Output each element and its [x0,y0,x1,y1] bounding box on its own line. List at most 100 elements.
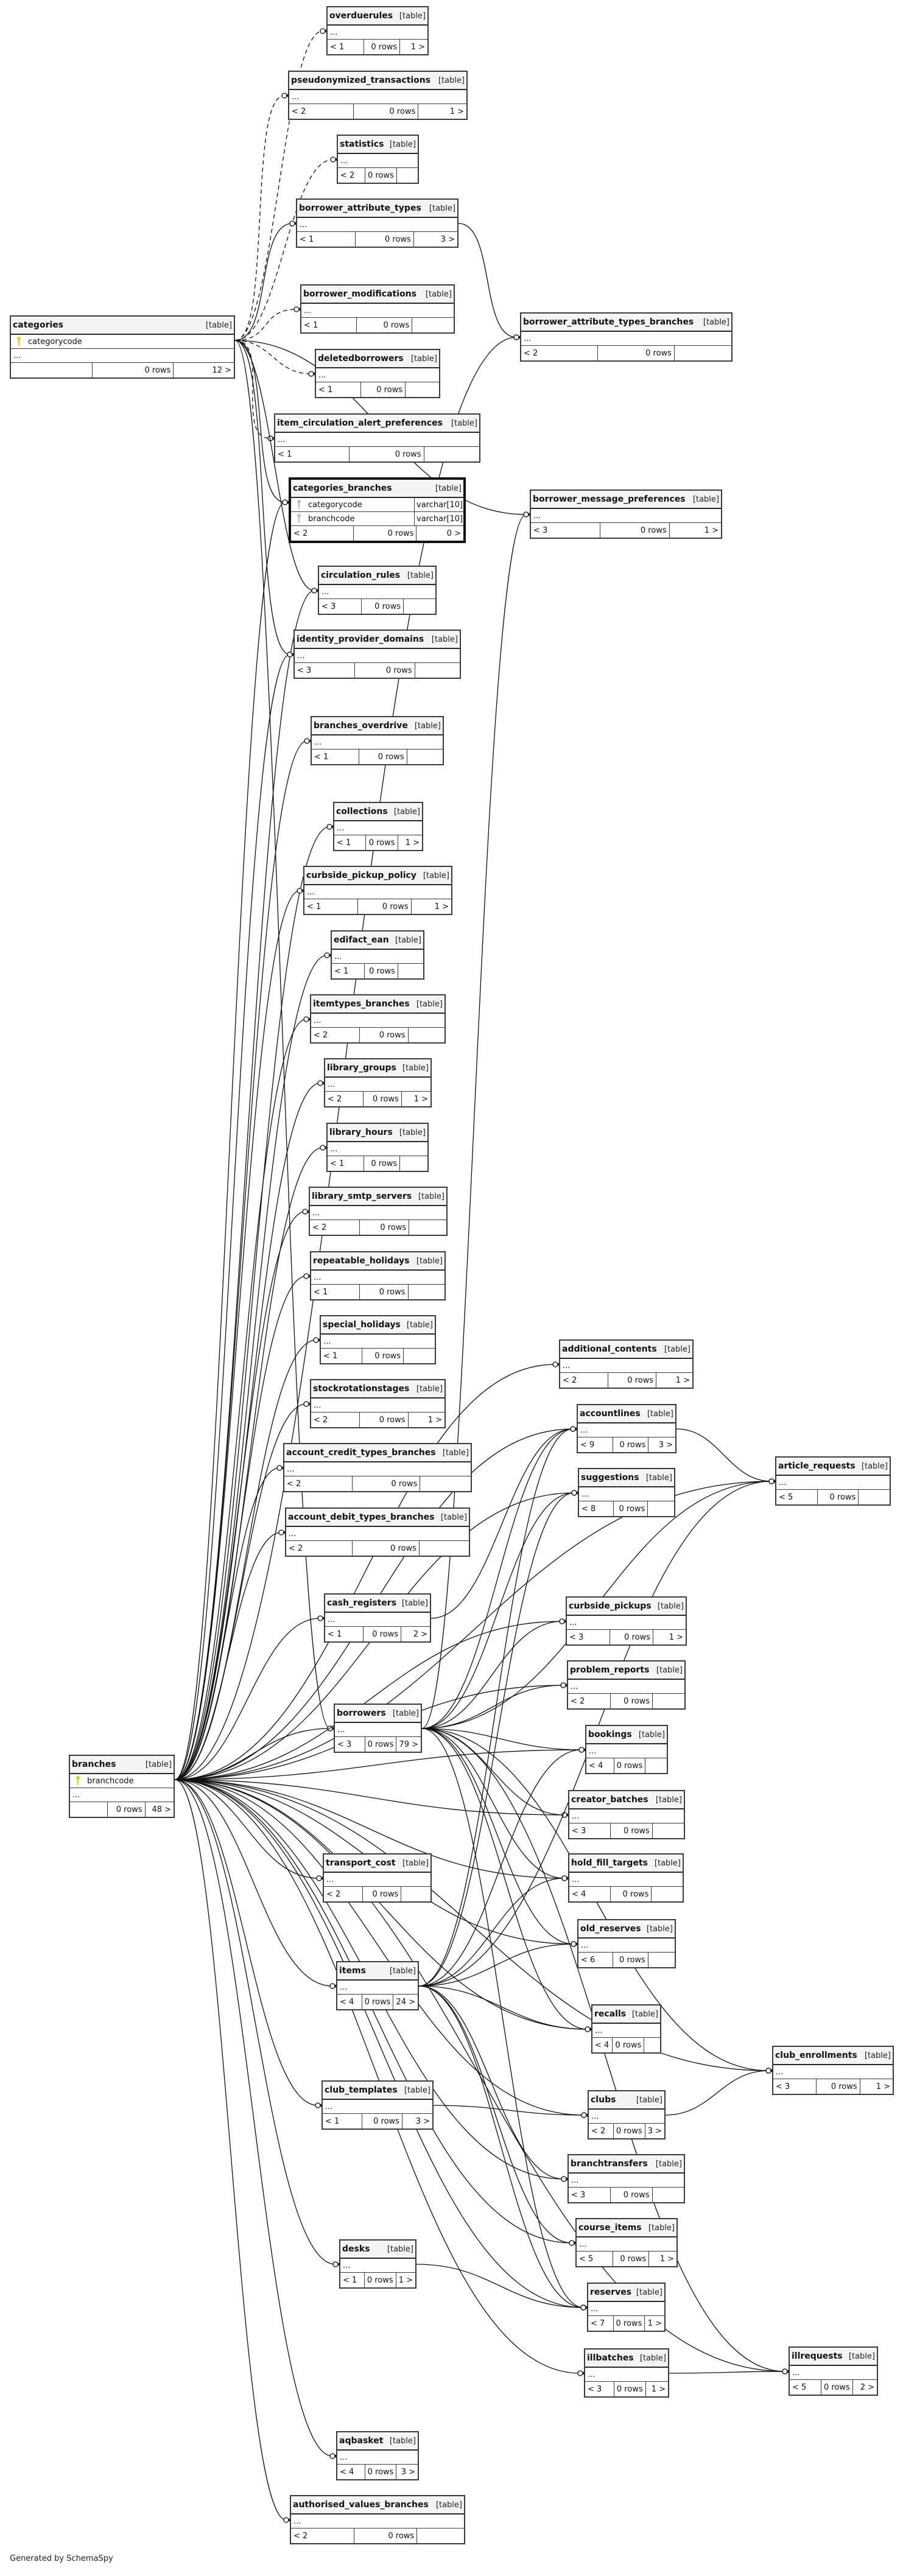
table-header[interactable]: curbside_pickup_policy[table] [304,867,451,885]
parents-link[interactable]: < 2 [568,1694,611,1708]
table-header[interactable]: repeatable_holidays[table] [311,1252,444,1271]
parents-link[interactable]: < 1 [328,1156,364,1171]
table-name[interactable]: hold_fill_targets [571,1858,648,1868]
children-link[interactable]: 2 > [860,2382,875,2392]
table-name[interactable]: deletedborrowers [318,354,404,363]
children-link[interactable]: 1 > [434,902,449,911]
table-name[interactable]: course_items [578,2223,642,2233]
parents-link[interactable]: < 6 [578,1953,614,1967]
table-header[interactable]: recalls[table] [592,2006,660,2024]
children-link[interactable] [404,599,435,614]
table-header[interactable]: item_circulation_alert_preferences[table… [275,415,479,433]
table-header[interactable]: categories_branches[table] [291,480,463,498]
children-link[interactable]: 1 > [427,1415,442,1425]
table-header[interactable]: borrowers[table] [335,1705,421,1723]
children-link[interactable]: 1 > [651,2384,666,2394]
children-link[interactable]: 2 > [413,1629,427,1639]
table-name[interactable]: library_hours [329,1128,393,1137]
table-name[interactable]: statistics [340,139,384,149]
table-header[interactable]: special_holidays[table] [321,1316,435,1335]
table-header[interactable]: categories[table] [11,317,234,335]
parents-link[interactable]: < 2 [291,526,354,541]
table-header[interactable]: cash_registers[table] [325,1595,430,1613]
parents-link[interactable]: < 2 [589,2124,614,2138]
children-link[interactable] [420,1476,471,1491]
table-name[interactable]: problem_reports [570,1665,650,1675]
table-name[interactable]: aqbasket [339,2436,384,2446]
table-name[interactable]: collections [336,807,388,816]
table-borrower-attribute-types-branches[interactable]: borrower_attribute_types_branches[table]… [520,312,733,362]
parents-link[interactable]: < 5 [776,1490,818,1504]
parents-link[interactable]: < 5 [577,2251,613,2266]
parents-link[interactable]: < 1 [304,899,358,914]
table-header[interactable]: authorised_values_branches[table] [291,2496,464,2515]
parents-link[interactable]: < 9 [578,1437,614,1452]
parents-link[interactable]: < 3 [319,599,362,614]
parents-link[interactable]: < 1 [332,964,365,978]
table-header[interactable]: curbside_pickups[table] [567,1598,686,1616]
table-name[interactable]: recalls [594,2009,627,2019]
parents-link[interactable]: < 1 [301,318,357,332]
table-name[interactable]: illbatches [587,2353,634,2363]
parents-link[interactable]: < 4 [569,1887,611,1901]
table-header[interactable]: borrower_attribute_types[table] [297,200,457,218]
table-name[interactable]: authorised_values_branches [293,2500,429,2510]
parents-link[interactable]: < 5 [790,2380,821,2395]
table-header[interactable]: club_templates[table] [323,2082,432,2100]
table-header[interactable]: items[table] [337,1962,418,1981]
parents-link[interactable] [70,1802,108,1817]
table-header[interactable]: desks[table] [340,2241,415,2259]
table-name[interactable]: additional_contents [562,1344,657,1354]
parents-link[interactable]: < 4 [586,1758,614,1773]
table-name[interactable]: curbside_pickup_policy [306,871,416,880]
table-header[interactable]: old_reserves[table] [578,1920,675,1939]
table-header[interactable]: stockrotationstages[table] [311,1380,444,1399]
parents-link[interactable]: < 2 [289,104,354,119]
children-link[interactable] [409,1028,444,1042]
children-link[interactable] [648,1953,675,1967]
children-link[interactable] [409,1285,444,1299]
table-item-circulation-alert-preferences[interactable]: item_circulation_alert_preferences[table… [274,413,480,463]
table-name[interactable]: club_enrollments [775,2051,857,2060]
table-name[interactable]: identity_provider_domains [297,634,424,644]
table-header[interactable]: library_groups[table] [325,1059,430,1078]
children-link[interactable] [417,2529,464,2543]
parents-link[interactable]: < 2 [291,2529,354,2543]
children-link[interactable]: 3 > [658,1440,673,1450]
table-header[interactable]: borrower_message_preferences[table] [531,491,721,509]
children-link[interactable]: 24 > [396,1997,415,2007]
table-name[interactable]: borrower_attribute_types [299,203,421,213]
parents-link[interactable]: < 2 [324,1887,363,1901]
table-header[interactable]: additional_contents[table] [560,1341,692,1359]
parents-link[interactable]: < 1 [316,382,361,397]
children-link[interactable] [397,168,418,183]
table-name[interactable]: cash_registers [327,1598,397,1608]
table-name[interactable]: borrower_attribute_types_branches [523,317,694,327]
parents-link[interactable]: < 3 [773,2079,817,2094]
table-header[interactable]: account_credit_types_branches[table] [284,1444,471,1462]
children-link[interactable] [424,447,479,462]
table-header[interactable]: club_enrollments[table] [773,2047,893,2065]
table-name[interactable]: account_debit_types_branches [288,1512,435,1522]
table-header[interactable]: aqbasket[table] [337,2432,418,2451]
table-header[interactable]: edifact_ean[table] [332,932,423,950]
parents-link[interactable]: < 3 [569,2188,611,2202]
